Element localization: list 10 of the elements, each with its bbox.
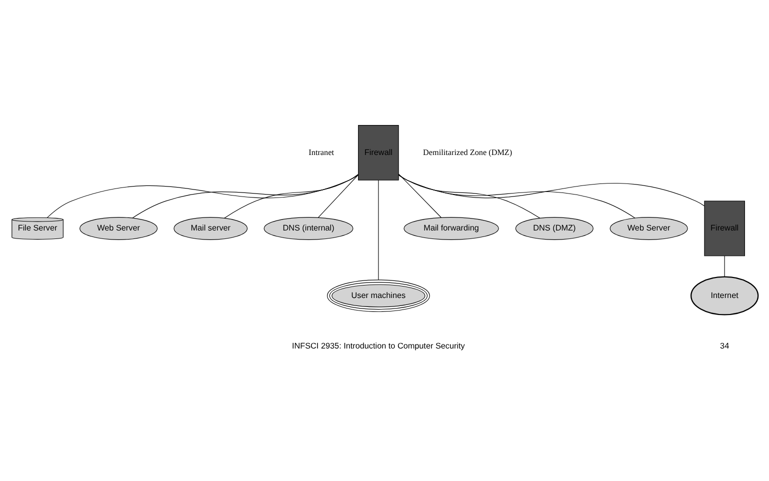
connector [46,174,358,218]
connector [398,174,704,206]
label: Intranet [308,147,334,156]
connector [398,173,441,218]
label: Demilitarized Zone (DMZ) [422,147,512,156]
connector [317,174,358,218]
connector [224,173,358,218]
connector [132,174,358,218]
connector [398,174,635,218]
connector [398,174,540,218]
